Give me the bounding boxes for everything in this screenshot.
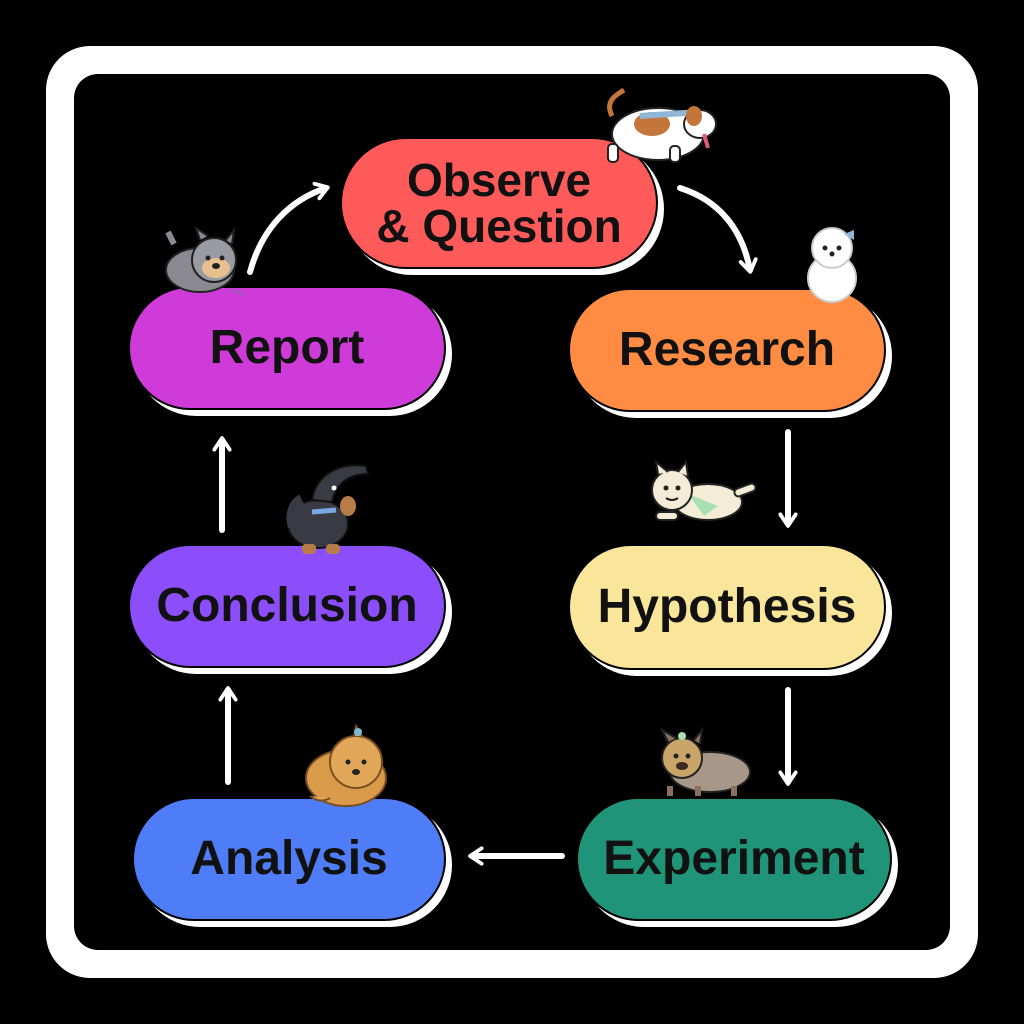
stage-conclusion: Conclusion <box>128 544 446 668</box>
stage-report: Report <box>128 286 446 410</box>
stage-research: Research <box>568 288 886 412</box>
stage-experiment: Experiment <box>576 797 892 921</box>
stage-analysis-label: Analysis <box>190 832 388 885</box>
stage-observe-label: Observe & Question <box>376 154 622 252</box>
stage-research-label: Research <box>618 323 836 376</box>
stage-report-label: Report <box>209 321 365 374</box>
stage-hypothesis-label: Hypothesis <box>597 580 857 633</box>
stage-analysis: Analysis <box>132 797 446 921</box>
stage-observe-question: Observe & Question <box>340 137 658 269</box>
stage-hypothesis: Hypothesis <box>568 544 886 670</box>
stage-experiment-label: Experiment <box>603 832 865 885</box>
stage-conclusion-label: Conclusion <box>156 579 418 632</box>
